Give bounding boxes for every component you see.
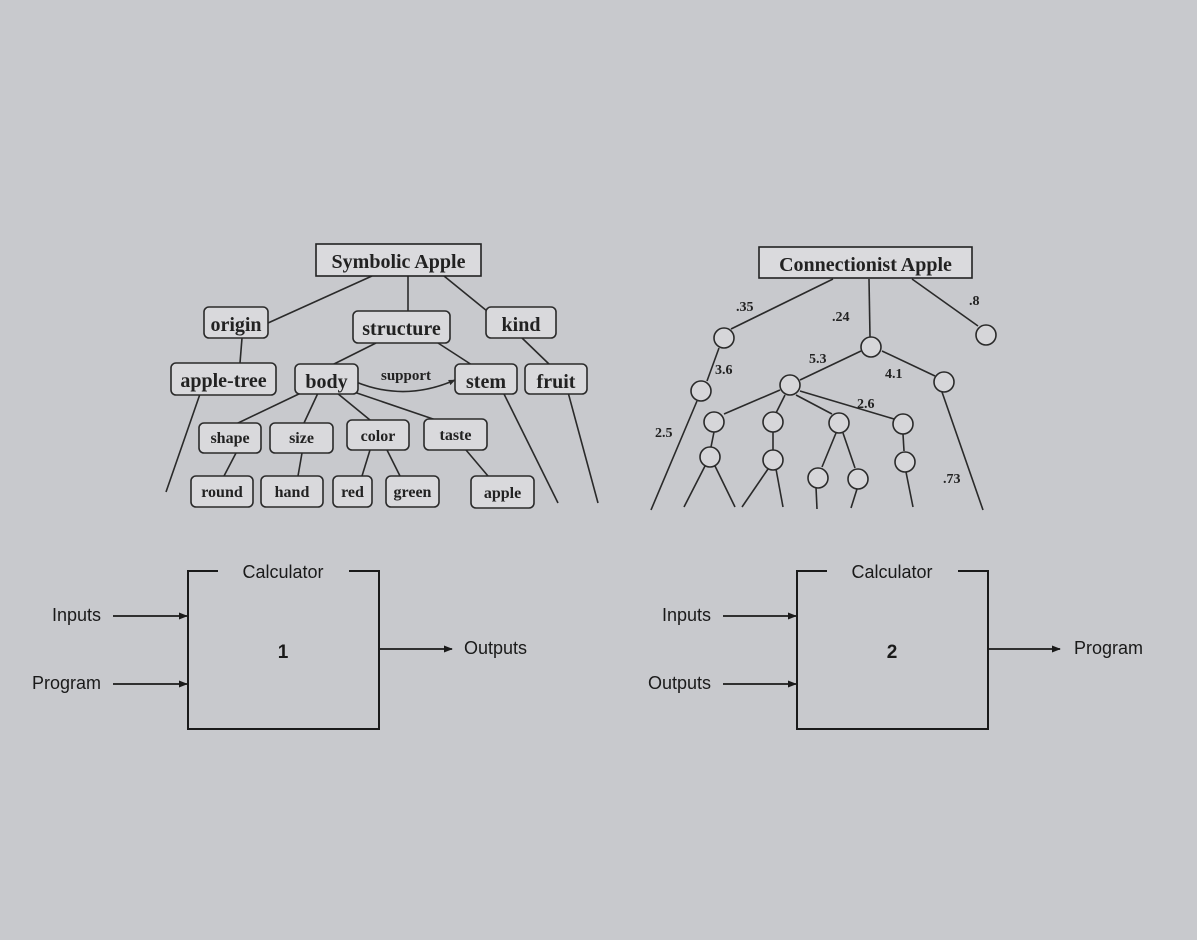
node-hand-label: hand xyxy=(275,484,310,501)
weight-label: 5.3 xyxy=(809,352,827,367)
neuron xyxy=(762,449,784,471)
neuron xyxy=(779,374,801,396)
node-color-label: color xyxy=(361,428,396,445)
symbolic-apple-title: Symbolic Apple xyxy=(332,251,466,273)
node-kind-label: kind xyxy=(502,314,541,336)
node-green: green xyxy=(385,475,440,508)
connectionist-edges xyxy=(650,278,984,511)
calculator-1-title: Calculator xyxy=(242,562,323,582)
node-taste-label: taste xyxy=(440,427,472,444)
weight-label: .73 xyxy=(943,472,961,487)
calculator-1-diagram: Calculator 1 Inputs Program Outputs xyxy=(32,562,527,730)
node-body: body xyxy=(294,363,359,395)
weight-label: 2.5 xyxy=(655,426,673,441)
node-apple-label: apple xyxy=(484,485,521,502)
node-fruit-label: fruit xyxy=(537,371,576,393)
weight-label: .24 xyxy=(832,310,850,325)
node-stem: stem xyxy=(454,363,518,395)
connectionist-apple-network: Connectionist Apple .35 .24 .8 3.6 5.3 xyxy=(650,246,997,511)
node-red-label: red xyxy=(341,484,364,501)
calculator-1-number: 1 xyxy=(278,642,289,663)
calculator-2-input-inputs-label: Inputs xyxy=(662,605,711,625)
calculator-1-output-label: Outputs xyxy=(464,638,527,658)
calculator-2-title: Calculator xyxy=(851,562,932,582)
node-structure: structure xyxy=(352,310,451,344)
calculator-2-output-label: Program xyxy=(1074,638,1143,658)
calculator-2-input-outputs-label: Outputs xyxy=(648,673,711,693)
node-connectionist-apple: Connectionist Apple xyxy=(758,246,973,279)
neuron xyxy=(703,411,725,433)
symbolic-apple-tree: Symbolic Apple origin structure kind app… xyxy=(165,243,599,509)
calculator-2-box xyxy=(796,570,989,730)
calculator-1-input-inputs-label: Inputs xyxy=(52,605,101,625)
weight-label: 3.6 xyxy=(715,363,733,378)
connectionist-apple-title: Connectionist Apple xyxy=(779,254,952,276)
neuron xyxy=(847,468,869,490)
node-shape: shape xyxy=(198,422,262,454)
node-apple-tree: apple-tree xyxy=(170,362,277,396)
neuron xyxy=(894,451,916,473)
neuron xyxy=(807,467,829,489)
node-round-label: round xyxy=(201,484,243,501)
node-apple-tree-label: apple-tree xyxy=(180,370,266,392)
node-shape-label: shape xyxy=(210,430,249,447)
network-neurons xyxy=(690,324,997,490)
node-color: color xyxy=(346,419,410,451)
neuron xyxy=(860,336,882,358)
neuron xyxy=(699,446,721,468)
calculator-2-diagram: Calculator 2 Inputs Outputs Program xyxy=(648,562,1143,730)
calculator-1-box xyxy=(187,570,380,730)
calculator-2-number: 2 xyxy=(887,642,898,663)
weight-label: .35 xyxy=(736,300,754,315)
neuron xyxy=(892,413,914,435)
node-taste: taste xyxy=(423,418,488,451)
neuron xyxy=(690,380,712,402)
node-origin-label: origin xyxy=(210,314,261,336)
node-body-label: body xyxy=(305,371,347,393)
weight-label: 4.1 xyxy=(885,367,903,382)
neuron xyxy=(713,327,735,349)
support-relation-label: support xyxy=(381,368,431,384)
node-stem-label: stem xyxy=(466,371,506,393)
neuron xyxy=(762,411,784,433)
node-red: red xyxy=(332,475,373,508)
node-size: size xyxy=(269,422,334,454)
node-symbolic-apple: Symbolic Apple xyxy=(315,243,482,277)
node-size-label: size xyxy=(289,430,314,447)
node-round: round xyxy=(190,475,254,508)
node-origin: origin xyxy=(203,306,269,339)
weight-label: .8 xyxy=(969,294,980,309)
neuron xyxy=(933,371,955,393)
weight-labels: .35 .24 .8 3.6 5.3 4.1 2.6 2.5 .73 xyxy=(655,294,980,487)
node-kind: kind xyxy=(485,306,557,339)
neuron xyxy=(975,324,997,346)
calculator-1-input-program-label: Program xyxy=(32,673,101,693)
neuron xyxy=(828,412,850,434)
weight-label: 2.6 xyxy=(857,397,875,412)
node-hand: hand xyxy=(260,475,324,508)
node-fruit: fruit xyxy=(524,363,588,395)
node-structure-label: structure xyxy=(362,318,441,340)
node-green-label: green xyxy=(394,484,432,501)
node-apple: apple xyxy=(470,475,535,509)
